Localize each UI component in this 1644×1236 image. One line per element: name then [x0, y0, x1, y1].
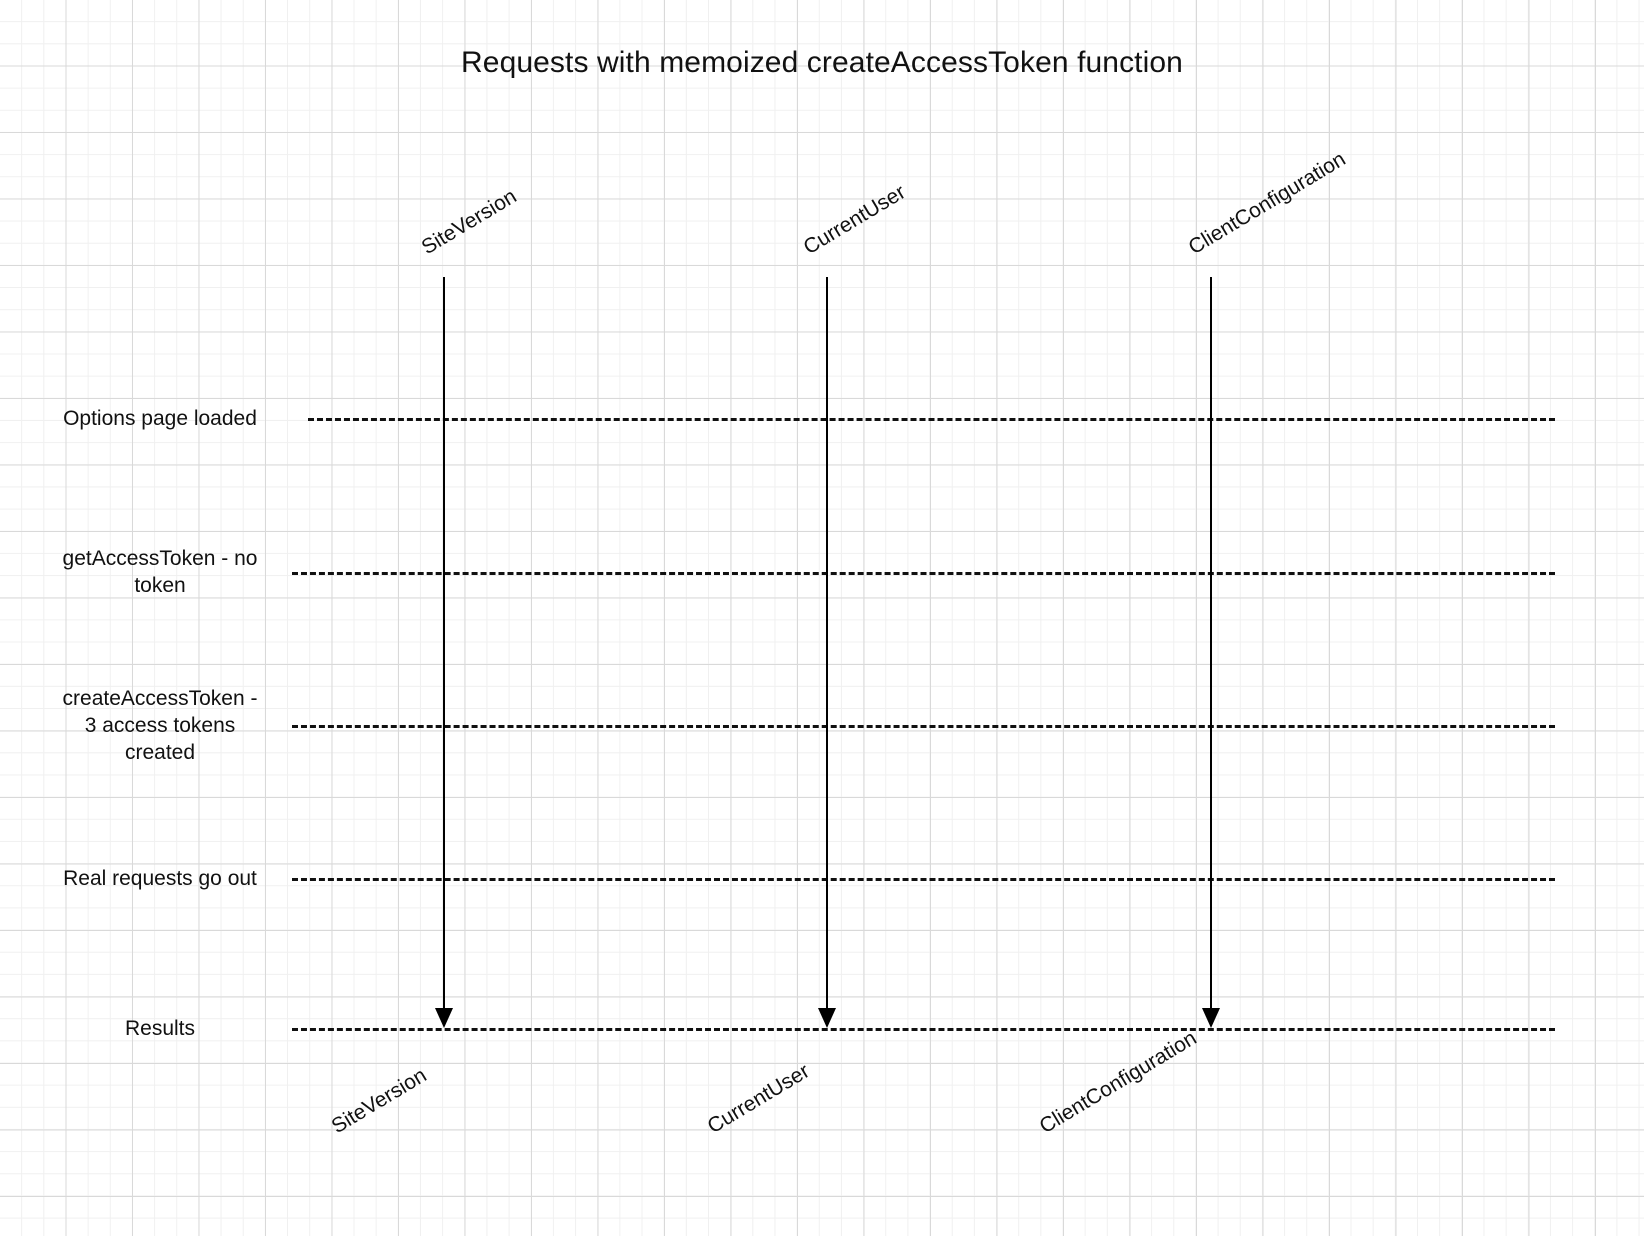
event-label-get-access-token: getAccessToken - no token [62, 547, 258, 597]
event-separator-results [292, 1028, 1555, 1031]
event-label-results: Results [124, 1017, 196, 1040]
event-separator-get-access-token [292, 572, 1555, 575]
lifeline-arrowhead-clientconfiguration [1202, 1008, 1220, 1028]
lifeline-currentuser [826, 277, 828, 1012]
lifeline-arrowhead-currentuser [818, 1008, 836, 1028]
participant-label-bottom-currentuser: CurrentUser [703, 1059, 814, 1139]
event-separator-options-page-loaded [308, 418, 1555, 421]
event-separator-real-requests [292, 878, 1555, 881]
event-label-real-requests: Real requests go out [63, 867, 257, 890]
participant-label-top-currentuser: CurrentUser [799, 180, 910, 260]
event-label-create-access-token: createAccessToken - 3 access tokens crea… [62, 687, 258, 764]
participant-label-bottom-siteversion: SiteVersion [327, 1063, 431, 1139]
page-title: Requests with memoized createAccessToken… [461, 46, 1183, 79]
participant-label-top-clientconfiguration: ClientConfiguration [1184, 147, 1350, 260]
participant-label-top-siteversion: SiteVersion [417, 184, 521, 260]
lifeline-arrowhead-siteversion [435, 1008, 453, 1028]
participant-label-bottom-clientconfiguration: ClientConfiguration [1035, 1026, 1201, 1139]
event-label-options-page-loaded: Options page loaded [63, 407, 257, 430]
lifeline-clientconfiguration [1210, 277, 1212, 1012]
event-separator-create-access-token [292, 725, 1555, 728]
lifeline-siteversion [443, 277, 445, 1012]
